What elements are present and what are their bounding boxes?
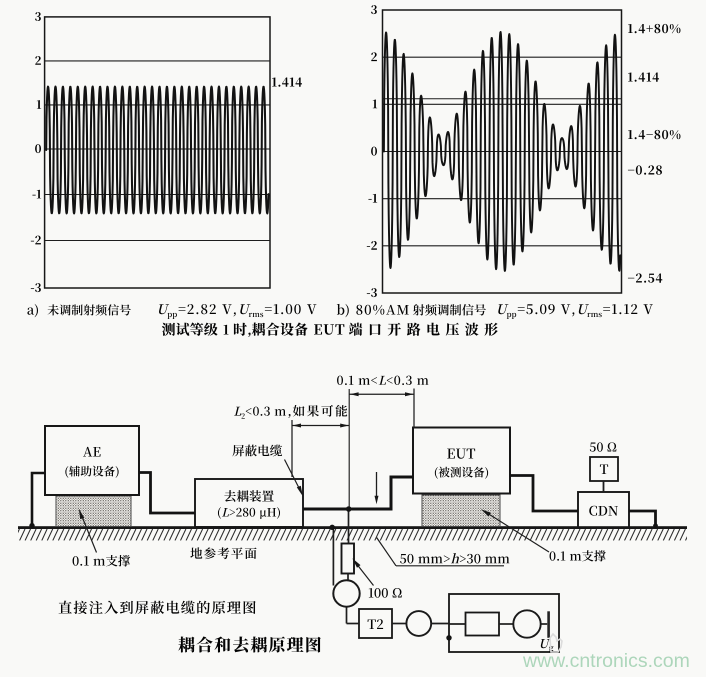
svg-text:www.cntronics.com: www.cntronics.com (522, 650, 690, 672)
